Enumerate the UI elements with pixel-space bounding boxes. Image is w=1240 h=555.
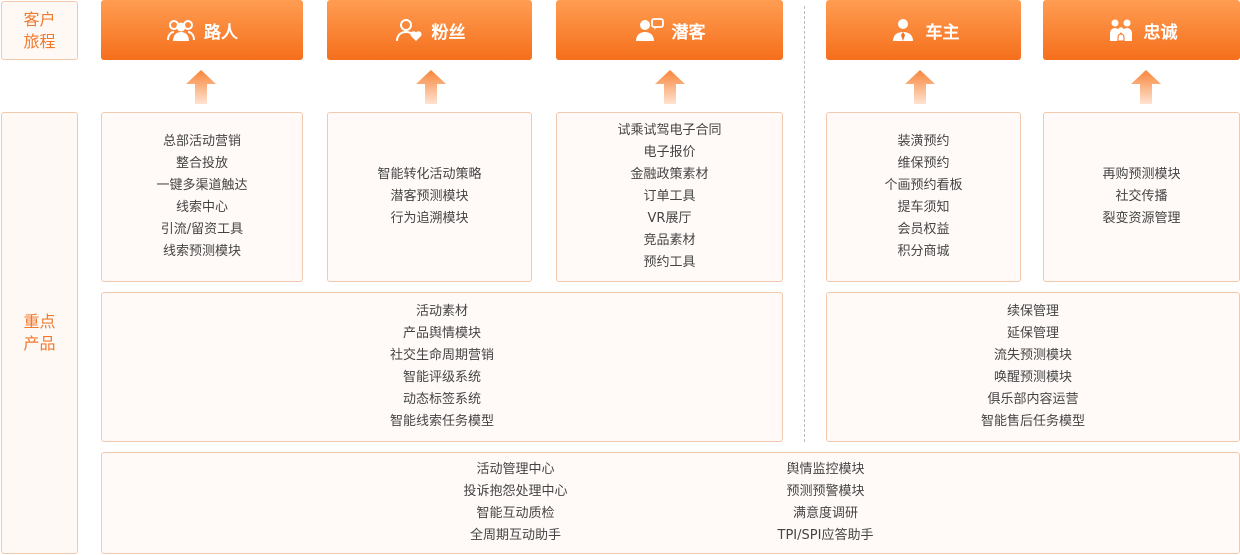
products-prospect: 试乘试驾电子合同 电子报价 金融政策素材 订单工具 VR展厅 竞品素材 预约工具	[556, 112, 783, 282]
product-item: 订单工具	[643, 189, 696, 204]
product-item: VR展厅	[647, 211, 692, 226]
products-pre-purchase-shared: 活动素材 产品舆情模块 社交生命周期营销 智能评级系统 动态标签系统 智能线索任…	[101, 292, 783, 442]
up-arrow-icon	[416, 70, 446, 104]
product-item: 社交生命周期营销	[389, 348, 494, 363]
products-passerby: 总部活动营销 整合投放 一键多渠道触达 线索中心 引流/留资工具 线索预测模块	[101, 112, 303, 282]
customer-journey-label: 客户 旅程	[1, 1, 78, 60]
product-item: 产品舆情模块	[402, 326, 481, 341]
product-item: 电子报价	[643, 145, 696, 160]
stage-label: 潜客	[671, 22, 706, 43]
product-item: 活动素材	[415, 304, 468, 319]
product-item: 俱乐部内容运营	[987, 392, 1079, 407]
stage-label: 粉丝	[431, 22, 466, 43]
product-item: TPI/SPI应答助手	[777, 528, 874, 543]
product-item: 预测预警模块	[786, 484, 865, 499]
product-item: 全周期互动助手	[469, 528, 561, 543]
family-icon	[1106, 17, 1136, 43]
product-item: 试乘试驾电子合同	[617, 123, 722, 138]
product-item: 积分商城	[897, 244, 950, 259]
product-item: 竞品素材	[643, 233, 696, 248]
stage-fan: 粉丝	[327, 0, 532, 60]
stage-label: 车主	[925, 22, 960, 43]
product-item: 社交传播	[1115, 189, 1168, 204]
product-item: 线索预测模块	[162, 244, 241, 259]
journey-line-1: 客户	[23, 9, 56, 29]
product-item: 活动管理中心	[476, 462, 555, 477]
up-arrow-icon	[1131, 70, 1161, 104]
people-group-icon	[166, 17, 196, 43]
product-item: 满意度调研	[792, 506, 858, 521]
product-item: 装潢预约	[897, 134, 950, 149]
up-arrow-icon	[186, 70, 216, 104]
product-item: 智能线索任务模型	[389, 414, 494, 429]
product-item: 引流/留资工具	[160, 222, 244, 237]
stage-label: 忠诚	[1143, 22, 1178, 43]
product-item: 整合投放	[175, 156, 228, 171]
products-post-purchase-shared: 续保管理 延保管理 流失预测模块 唤醒预测模块 俱乐部内容运营 智能售后任务模型	[826, 292, 1240, 442]
products-line-1: 重点	[23, 312, 56, 331]
stage-owner: 车主	[826, 0, 1021, 60]
person-chat-icon	[634, 17, 664, 43]
product-item: 流失预测模块	[993, 348, 1072, 363]
product-item: 动态标签系统	[402, 392, 481, 407]
product-item: 预约工具	[643, 255, 696, 270]
product-item: 舆情监控模块	[786, 462, 865, 477]
stage-prospect: 潜客	[556, 0, 783, 60]
products-line-2: 产品	[23, 334, 56, 353]
product-item: 金融政策素材	[630, 167, 709, 182]
product-item: 智能售后任务模型	[980, 414, 1085, 429]
product-item: 维保预约	[897, 156, 950, 171]
product-item: 裂变资源管理	[1102, 211, 1181, 226]
product-item: 一键多渠道触达	[156, 178, 248, 193]
product-item: 提车须知	[897, 200, 950, 215]
journey-line-2: 旅程	[23, 31, 56, 51]
product-item: 延保管理	[1006, 326, 1059, 341]
product-item: 会员权益	[897, 222, 950, 237]
products-common: 活动管理中心 投诉抱怨处理中心 智能互动质检 全周期互动助手 舆情监控模块 预测…	[101, 452, 1240, 554]
common-right-column: 舆情监控模块 预测预警模块 满意度调研 TPI/SPI应答助手	[671, 459, 981, 547]
product-item: 智能评级系统	[402, 370, 481, 385]
product-item: 投诉抱怨处理中心	[463, 484, 568, 499]
person-tie-icon	[888, 17, 918, 43]
product-item: 总部活动营销	[162, 134, 241, 149]
product-item: 个画预约看板	[884, 178, 963, 193]
up-arrow-icon	[905, 70, 935, 104]
stage-passerby: 路人	[101, 0, 303, 60]
product-item: 智能转化活动策略	[377, 167, 482, 182]
common-left-column: 活动管理中心 投诉抱怨处理中心 智能互动质检 全周期互动助手	[361, 459, 671, 547]
product-item: 再购预测模块	[1102, 167, 1181, 182]
products-loyal: 再购预测模块 社交传播 裂变资源管理	[1043, 112, 1240, 282]
product-item: 智能互动质检	[476, 506, 555, 521]
product-item: 唤醒预测模块	[993, 370, 1072, 385]
key-products-label: 重点 产品	[1, 112, 78, 554]
pre-post-divider	[804, 6, 805, 442]
up-arrow-icon	[655, 70, 685, 104]
product-item: 续保管理	[1006, 304, 1059, 319]
stage-label: 路人	[204, 22, 238, 43]
product-item: 行为追溯模块	[390, 211, 469, 226]
products-owner: 装潢预约 维保预约 个画预约看板 提车须知 会员权益 积分商城	[826, 112, 1021, 282]
product-item: 线索中心	[175, 200, 228, 215]
product-item: 潜客预测模块	[390, 189, 469, 204]
stage-loyal: 忠诚	[1043, 0, 1240, 60]
products-fan: 智能转化活动策略 潜客预测模块 行为追溯模块	[327, 112, 532, 282]
person-heart-icon	[394, 17, 424, 43]
